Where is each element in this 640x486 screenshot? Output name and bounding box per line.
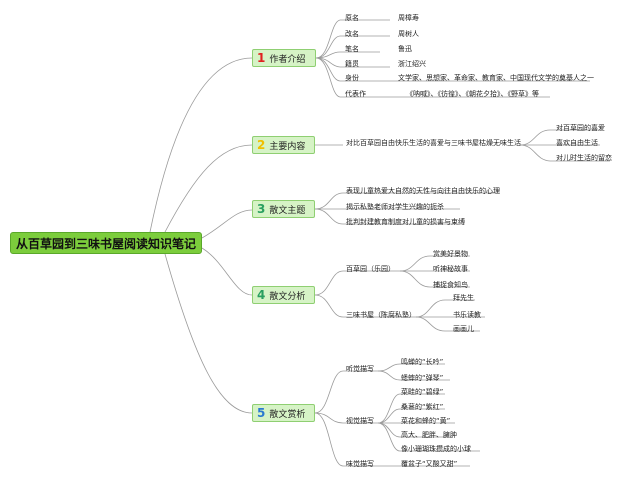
analysis-item: 画画儿 <box>453 325 474 333</box>
appreciation-group-label: 听觉描写 <box>346 365 374 373</box>
appreciation-item: 高大、肥胖、臃肿 <box>401 431 457 439</box>
author-value: 周树人 <box>398 30 419 38</box>
branch-label: 主要内容 <box>269 142 306 152</box>
appreciation-item: 覆盆子“又酸又甜” <box>401 460 458 468</box>
appreciation-item: 桑葚的“紫红” <box>401 403 444 411</box>
branch-number: 3 <box>257 202 266 216</box>
author-key: 籍贯 <box>345 60 359 68</box>
author-key: 代表作 <box>345 90 366 98</box>
author-key: 改名 <box>345 30 359 38</box>
author-value: 浙江绍兴 <box>398 60 426 68</box>
branch-number: 2 <box>257 138 266 152</box>
appreciation-item: 鸣蝉的“长吟” <box>401 358 444 366</box>
content-item: 对儿时生活的留恋 <box>556 154 612 162</box>
theme-item: 揭示私塾老师对学生兴趣的扼杀 <box>346 203 444 211</box>
author-value: 鲁迅 <box>398 45 412 53</box>
analysis-item: 书乐读教 <box>453 311 481 319</box>
author-value: 《呐喊》、《彷徨》、《朝花夕拾》、《野草》等 <box>406 90 539 98</box>
appreciation-item: 蟋蟀的“弹琴” <box>401 374 444 382</box>
theme-item: 批判封建教育制度对儿童的损害与束缚 <box>346 218 465 226</box>
branch-number: 1 <box>257 51 266 65</box>
root-node[interactable]: 从百草园到三味书屋阅读知识笔记 <box>10 232 202 254</box>
appreciation-group-label: 视觉描写 <box>346 417 374 425</box>
appreciation-group-label: 味觉描写 <box>346 460 374 468</box>
analysis-item: 听神秘故事 <box>433 265 468 273</box>
appreciation-item: 菜畦的“碧绿” <box>401 388 444 396</box>
theme-item: 表现儿童热爱大自然的天性与向往自由快乐的心理 <box>346 187 500 195</box>
branch-number: 5 <box>257 406 266 420</box>
appreciation-item: 像小珊瑚珠攒成的小球 <box>401 445 471 453</box>
branch-label: 散文赏析 <box>269 410 306 420</box>
branch-label: 作者介绍 <box>269 55 306 65</box>
analysis-group-label: 百草园（乐园） <box>346 265 395 273</box>
branch-label: 散文分析 <box>269 292 306 302</box>
branch-number: 4 <box>257 288 266 302</box>
author-value: 文学家、思想家、革命家、教育家、中国现代文学的奠基人之一 <box>398 74 594 82</box>
content-item: 喜欢自由生活 <box>556 139 598 147</box>
content-summary: 对比百草园自由快乐生活的喜爱与三味书屋枯燥无味生活 <box>346 139 521 147</box>
author-key: 身份 <box>345 74 359 82</box>
author-key: 原名 <box>345 14 359 22</box>
analysis-item: 捕捉食知鸟 <box>433 281 468 289</box>
content-item: 对百草园的喜爱 <box>556 124 605 132</box>
analysis-item: 拜先生 <box>453 294 474 302</box>
analysis-group-label: 三味书屋（陈腐私塾） <box>346 311 416 319</box>
author-key: 笔名 <box>345 45 359 53</box>
branch-label: 散文主题 <box>269 206 306 216</box>
analysis-item: 赏美好景物 <box>433 250 468 258</box>
author-value: 周樟寿 <box>398 14 419 22</box>
appreciation-item: 菜花和蜂的“黄” <box>401 417 451 425</box>
